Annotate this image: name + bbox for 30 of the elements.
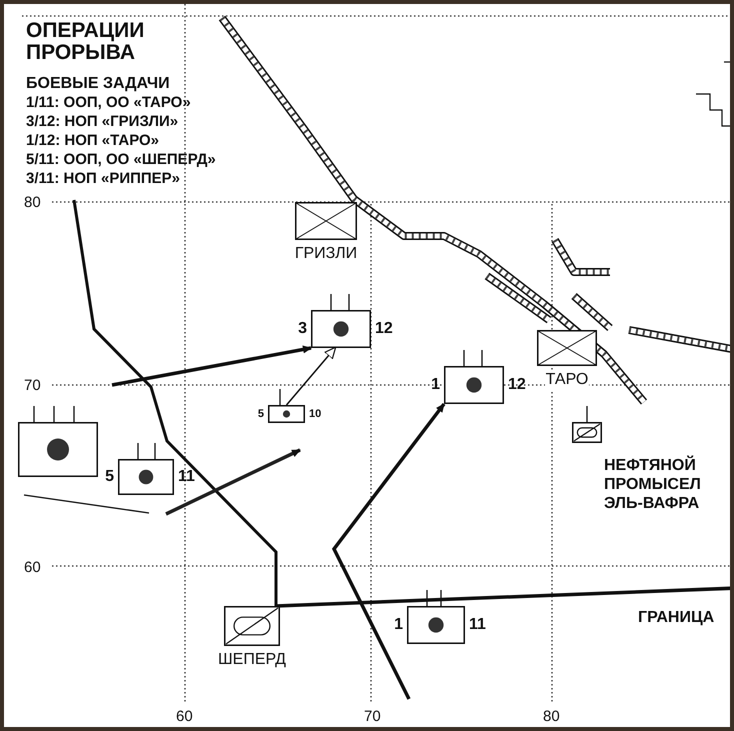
unit-number: 11 [178,469,196,485]
mission-text: 3/11: НОП «РИППЕР» [26,169,180,189]
unit-number: 10 [309,408,322,420]
map-label: НЕФТЯНОЙ ПРОМЫСЕЛ ЭЛЬ-ВАФРА [604,456,702,513]
grid-coordinate: 60 [24,558,41,578]
grid-coordinate: 80 [543,707,560,727]
grid-coordinate: 80 [24,193,41,213]
unit-number: 5 [104,469,114,485]
unit-number: 5 [256,408,264,420]
unit-name: ТАРО [544,370,590,390]
mission-text: 3/12: НОП «ГРИЗЛИ» [26,112,178,132]
mission-text: 1/11: ООП, ОО «ТАРО» [26,93,191,113]
mission-text: 1/12: НОП «ТАРО» [26,131,160,151]
unit-number: 1 [430,377,440,393]
grid-coordinate: 60 [176,707,193,727]
arrow [112,346,312,387]
unit-number: 3 [297,321,307,337]
mission-text: БОЕВЫЕ ЗАДАЧИ [26,74,170,94]
unit-number: 1 [393,617,403,633]
unit-number: 12 [508,377,527,393]
grid-coordinate: 70 [24,376,41,396]
arrow [332,402,446,700]
mission-text: 5/11: ООП, ОО «ШЕПЕРД» [26,150,216,170]
map-label: ГРАНИЦА [638,608,714,628]
title: ОПЕРАЦИИ ПРОРЫВА [26,20,146,64]
unit-number: 11 [469,617,487,633]
grid-coordinate: 70 [364,707,381,727]
arrow [286,346,336,406]
unit-name: ШЕПЕРД [217,650,287,670]
unit-number: 12 [375,321,394,337]
